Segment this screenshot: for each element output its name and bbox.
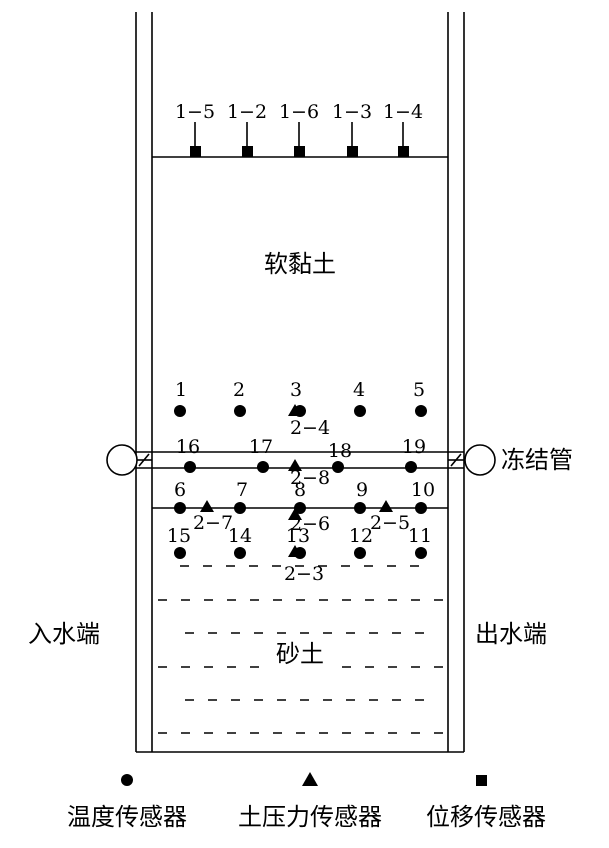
temperature-sensor-marker: [234, 405, 246, 417]
legend-temperature-label: 温度传感器: [67, 803, 187, 831]
temperature-sensor-label: 14: [228, 525, 252, 547]
legend: 温度传感器 土压力传感器 位移传感器: [67, 772, 546, 831]
displacement-sensor-label: 1−5: [175, 101, 215, 123]
hatch: [138, 453, 150, 467]
temperature-sensor-marker: [174, 502, 186, 514]
pressure-sensor-label: 2−6: [290, 513, 330, 535]
temperature-sensor-label: 1: [175, 379, 187, 401]
temperature-sensor-marker: [405, 461, 417, 473]
temperature-sensor-label: 18: [328, 440, 352, 462]
pressure-sensors: 2−4 2−8 2−7 2−6 2−5 2−3: [193, 404, 410, 585]
temperature-sensor-marker: [234, 502, 246, 514]
temperature-sensor-label: 17: [249, 436, 273, 458]
temperature-sensor-label: 3: [290, 379, 302, 401]
pressure-sensor-marker: [288, 459, 302, 471]
displacement-sensor-marker: [294, 146, 305, 157]
temperature-sensor-marker: [174, 405, 186, 417]
temperature-sensor-marker: [354, 405, 366, 417]
temperature-sensor-label: 7: [236, 479, 248, 501]
temperature-sensor-marker: [294, 502, 306, 514]
legend-displacement-label: 位移传感器: [426, 803, 546, 831]
displacement-sensor-label: 1−2: [227, 101, 267, 123]
temperature-sensor-label: 10: [411, 479, 435, 501]
pressure-sensor-label: 2−7: [193, 512, 233, 534]
soft-clay-label: 软黏土: [264, 250, 336, 278]
displacement-sensor-marker: [347, 146, 358, 157]
container-walls: [135, 12, 465, 753]
legend-pressure-label: 土压力传感器: [238, 803, 382, 831]
temperature-sensor-label: 8: [294, 479, 306, 501]
temperature-sensor-label: 19: [402, 436, 426, 458]
temperature-sensor-marker: [415, 405, 427, 417]
temperature-sensor-marker: [257, 461, 269, 473]
temperature-sensors: 1 2 3 4 5 16 17 18 19 6 7 8 9 10 15 14 1…: [167, 379, 435, 559]
displacement-sensor-marker: [190, 146, 201, 157]
displacement-sensor-marker: [398, 146, 409, 157]
legend-displacement-icon: [476, 775, 487, 786]
temperature-sensor-marker: [332, 461, 344, 473]
temperature-sensor-label: 9: [356, 479, 368, 501]
temperature-sensor-marker: [234, 547, 246, 559]
temperature-sensor-label: 13: [286, 525, 310, 547]
water-outlet-label: 出水端: [475, 620, 547, 648]
pipe-end-left: [106, 444, 138, 476]
pressure-sensor-label: 2−4: [290, 417, 330, 439]
pressure-sensor-marker: [288, 404, 302, 416]
temperature-sensor-marker: [174, 547, 186, 559]
displacement-sensors: 1−5 1−2 1−6 1−3 1−4: [175, 101, 423, 157]
temperature-sensor-label: 12: [349, 525, 373, 547]
displacement-sensor-label: 1−4: [383, 101, 423, 123]
displacement-sensor-label: 1−6: [279, 101, 319, 123]
temperature-sensor-label: 11: [408, 525, 432, 547]
pipe-end-right: [464, 444, 496, 476]
pressure-sensor-marker: [288, 508, 302, 520]
temperature-sensor-marker: [354, 502, 366, 514]
temperature-sensor-marker: [184, 461, 196, 473]
sand-label: 砂土: [276, 640, 324, 668]
temperature-sensor-marker: [415, 502, 427, 514]
hatch: [450, 453, 462, 467]
sand-label-background: [268, 636, 332, 670]
temperature-sensor-label: 5: [413, 379, 425, 401]
temperature-sensor-label: 6: [174, 479, 186, 501]
pressure-sensor-marker: [379, 500, 393, 512]
freezing-pipe-label: 冻结管: [501, 446, 573, 474]
temperature-sensor-label: 2: [233, 379, 245, 401]
legend-pressure-icon: [302, 772, 318, 786]
pressure-sensor-label: 2−8: [290, 467, 330, 489]
temperature-sensor-marker: [354, 547, 366, 559]
temperature-sensor-label: 4: [353, 379, 365, 401]
displacement-sensor-marker: [242, 146, 253, 157]
legend-temperature-icon: [121, 774, 133, 786]
pressure-sensor-marker: [288, 545, 302, 557]
temperature-sensor-label: 16: [176, 436, 200, 458]
water-inlet-label: 入水端: [28, 620, 100, 648]
temperature-sensor-label: 15: [167, 525, 191, 547]
temperature-sensor-marker: [415, 547, 427, 559]
pressure-sensor-marker: [200, 500, 214, 512]
pressure-sensor-label: 2−3: [284, 563, 324, 585]
pressure-sensor-label: 2−5: [370, 512, 410, 534]
displacement-sensor-label: 1−3: [332, 101, 372, 123]
